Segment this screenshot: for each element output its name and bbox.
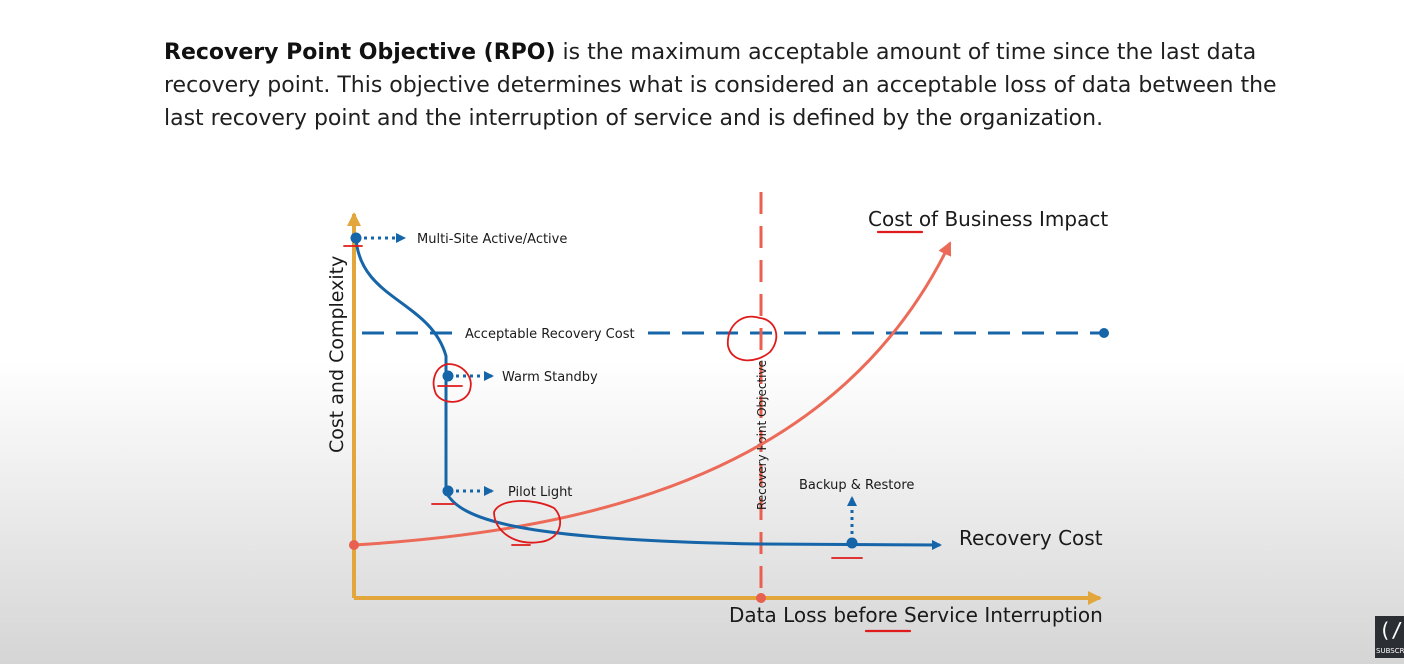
rpo-definition-paragraph: Recovery Point Objective (RPO) is the ma… (164, 36, 1294, 135)
multi-site-point (350, 232, 362, 244)
warm-standby-circle-mark (432, 363, 472, 403)
x-axis-label: Data Loss before Service Interruption (729, 603, 1103, 627)
rpo-intersection-circle-mark (727, 315, 778, 362)
business-impact-curve (353, 241, 952, 547)
multi-site-label: Multi-Site Active/Active (417, 232, 567, 247)
intersection-circle-mark (493, 500, 562, 544)
rpo-term: Recovery Point Objective (RPO) (164, 40, 556, 65)
channel-logo[interactable]: (/ SUBSCRIBE (1375, 616, 1404, 658)
handwritten-annotations (343, 230, 924, 633)
rpo-axis-point (756, 593, 766, 603)
subscribe-caption: SUBSCRIBE (1376, 647, 1404, 655)
business-impact-label: Cost of Business Impact (868, 207, 1108, 231)
pilot-light-point (442, 485, 454, 497)
recovery-cost-curve (354, 237, 942, 550)
warm-standby-point (442, 370, 454, 382)
business-impact-start-point (349, 540, 359, 550)
rpo-label: Recovery Point Objective (755, 360, 769, 510)
flame-logo-icon: (/ (1379, 618, 1404, 642)
backup-restore-point (846, 537, 858, 549)
pilot-light-label: Pilot Light (508, 485, 572, 500)
rpo-definition-text: is the maximum acceptable amount of time… (164, 40, 1277, 131)
acceptable-cost-endpoint (1099, 328, 1109, 338)
y-axis-label: Cost and Complexity (326, 256, 348, 453)
backup-restore-label: Backup & Restore (799, 478, 914, 493)
warm-standby-label: Warm Standby (502, 370, 598, 385)
recovery-cost-label: Recovery Cost (959, 526, 1103, 550)
acceptable-cost-label: Acceptable Recovery Cost (465, 327, 635, 342)
